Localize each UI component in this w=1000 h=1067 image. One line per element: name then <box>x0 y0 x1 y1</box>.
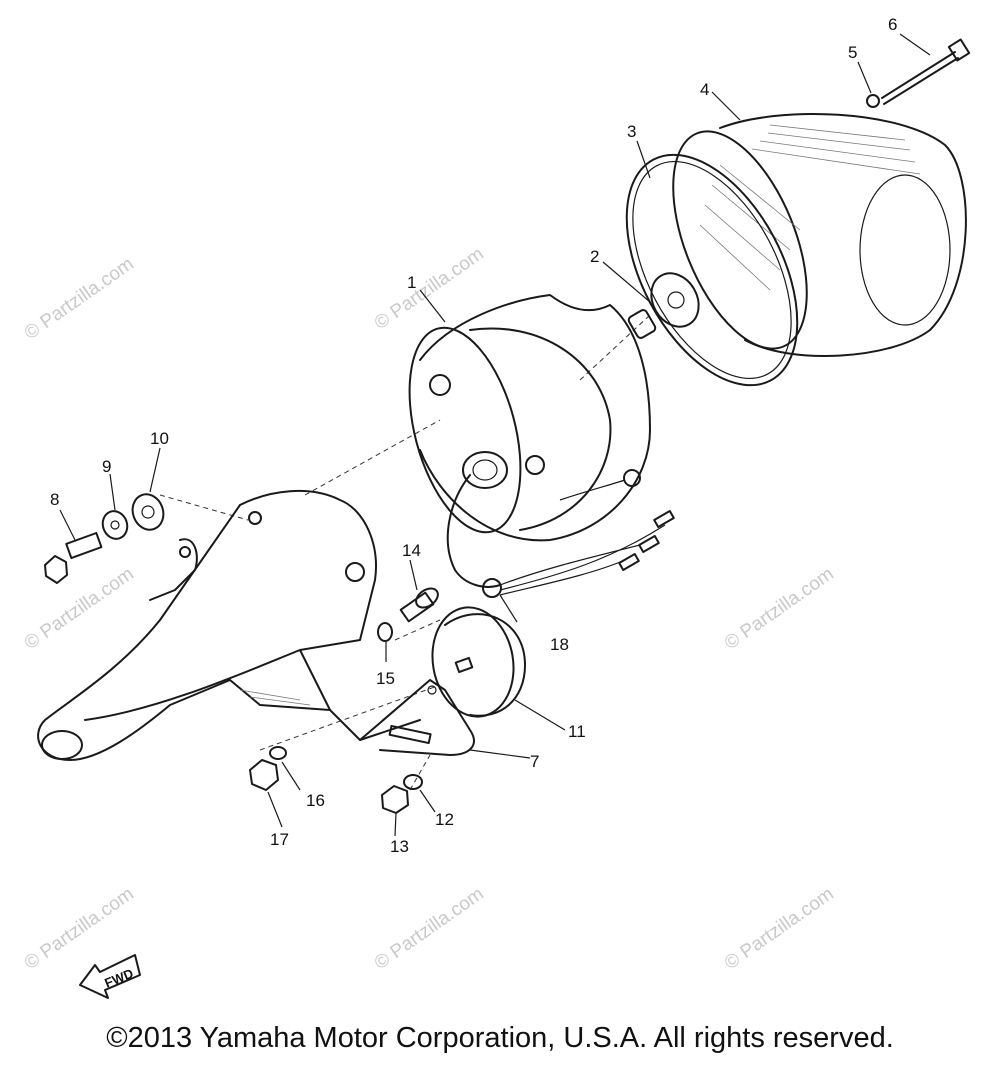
callout-1: 1 <box>407 273 416 292</box>
watermarks: © Partzilla.com © Partzilla.com © Partzi… <box>21 243 838 974</box>
watermark: © Partzilla.com <box>21 563 138 654</box>
callout-9: 9 <box>102 457 111 476</box>
housing <box>408 294 675 598</box>
bracket <box>37 490 421 761</box>
callouts: 1 2 3 4 5 6 7 8 9 10 11 12 13 14 15 16 1… <box>50 15 897 856</box>
bolt-14 <box>377 587 439 642</box>
lens-screw <box>866 38 971 108</box>
plate-bracket <box>359 679 475 756</box>
nuts-and-washers <box>249 746 423 814</box>
copyright-notice: ©2013 Yamaha Motor Corporation, U.S.A. A… <box>106 1022 894 1054</box>
watermark: © Partzilla.com <box>721 563 838 654</box>
callout-2: 2 <box>590 247 599 266</box>
callout-18: 18 <box>550 635 569 654</box>
gasket <box>625 153 799 387</box>
callout-8: 8 <box>50 490 59 509</box>
callout-5: 5 <box>848 43 857 62</box>
callout-4: 4 <box>700 80 709 99</box>
leader-lines <box>59 33 931 837</box>
callout-10: 10 <box>150 429 169 448</box>
callout-16: 16 <box>306 791 325 810</box>
watermark: © Partzilla.com <box>21 883 138 974</box>
callout-17: 17 <box>270 830 289 849</box>
mount-bolt-set <box>44 493 165 584</box>
callout-3: 3 <box>627 122 636 141</box>
reflector <box>431 606 526 718</box>
callout-14: 14 <box>402 541 421 560</box>
callout-6: 6 <box>888 15 897 34</box>
callout-11: 11 <box>568 722 586 741</box>
watermark: © Partzilla.com <box>371 883 488 974</box>
callout-15: 15 <box>376 669 395 688</box>
watermark: © Partzilla.com <box>721 883 838 974</box>
callout-12: 12 <box>435 810 454 829</box>
callout-7: 7 <box>530 752 539 771</box>
watermark: © Partzilla.com <box>21 253 138 344</box>
fwd-arrow: FWD <box>79 954 141 999</box>
lens <box>672 113 967 357</box>
callout-13: 13 <box>390 837 409 856</box>
bulb <box>627 272 700 339</box>
